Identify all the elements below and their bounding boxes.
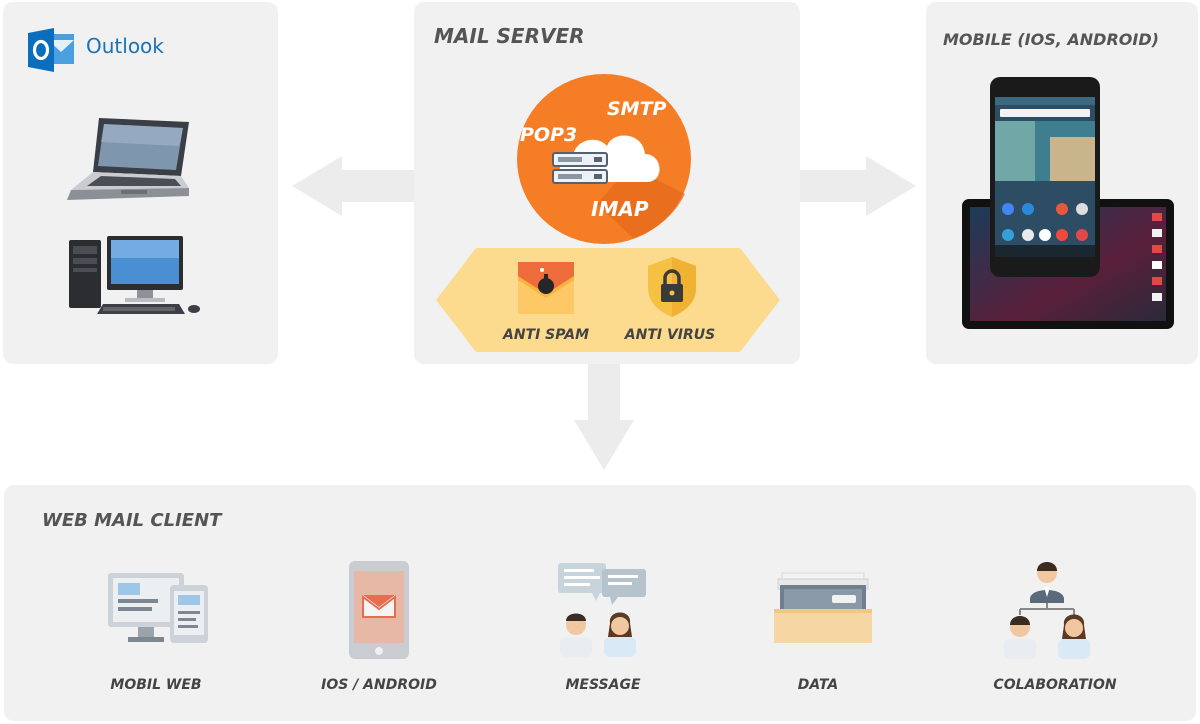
webmail-label-ios-android: IOS / ANDROID [321, 677, 437, 693]
server-rack-icon [552, 152, 608, 184]
web-mail-client-title: WEB MAIL CLIENT [42, 510, 222, 531]
protocol-pop3: POP3 [520, 124, 578, 146]
webmail-label-colaboration: COLABORATION [993, 677, 1117, 693]
shield-lock-icon [648, 257, 696, 317]
security-features-band [436, 248, 780, 352]
mobile-panel: MOBILE (IOS, ANDROID) [926, 2, 1198, 364]
mail-server-title: MAIL SERVER [434, 24, 585, 48]
mobile-mail-icon [349, 561, 409, 659]
outlook-brand-label: Outlook [86, 34, 164, 58]
laptop-icon [67, 118, 189, 200]
arrow-right-to-mobile [795, 156, 916, 216]
protocol-imap: IMAP [591, 197, 649, 221]
webmail-label-message: MESSAGE [565, 677, 641, 693]
monitor-and-phone-icon [108, 573, 208, 643]
webmail-label-data: DATA [797, 677, 839, 693]
data-drawer-icon [774, 572, 872, 643]
web-mail-client-panel: WEB MAIL CLIENT MOBIL WEB IOS / ANDROID [4, 485, 1196, 721]
feature-label-anti-virus: ANTI VIRUS [624, 327, 716, 343]
desktop-computer-icon [69, 236, 200, 314]
mobile-panel-title: MOBILE (IOS, ANDROID) [943, 30, 1159, 49]
android-phone-icon [990, 77, 1100, 277]
webmail-label-mobil-web: MOBIL WEB [110, 677, 202, 693]
arrow-down-to-webmail [574, 360, 634, 470]
protocol-smtp: SMTP [607, 98, 667, 120]
chat-people-icon [558, 563, 646, 657]
feature-label-anti-spam: ANTI SPAM [502, 327, 589, 343]
team-hierarchy-icon [1004, 562, 1090, 659]
desktop-client-panel: Outlook [3, 2, 278, 364]
outlook-logo-icon [28, 28, 74, 72]
spam-envelope-bomb-icon [518, 262, 574, 314]
mail-server-panel: MAIL SERVER SMTP POP3 IMAP ANTI SPAM [414, 2, 800, 364]
